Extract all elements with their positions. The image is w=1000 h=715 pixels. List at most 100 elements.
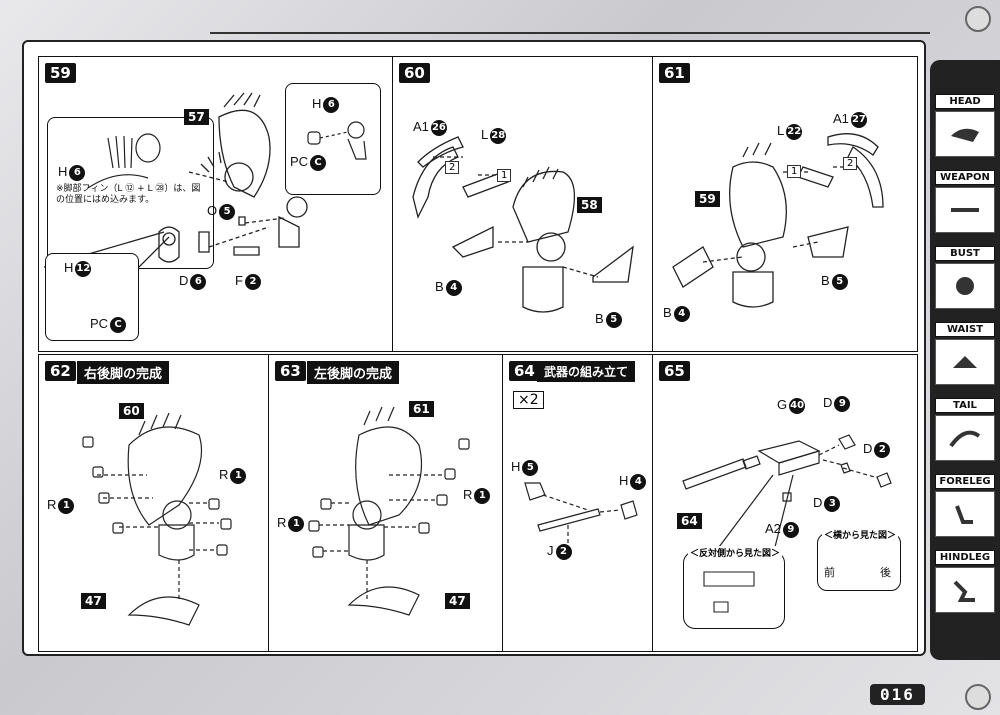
side-item-tail[interactable]: TAIL <box>935 398 995 461</box>
order-marker: 2 <box>445 161 460 174</box>
side-item-hindleg[interactable]: HINDLEG <box>935 550 995 613</box>
weapon-thumb-icon <box>935 187 995 233</box>
step-64-drawing <box>524 482 638 545</box>
pc-detail-drawing <box>307 121 367 160</box>
opposite-view-callout: ＜反対側から見た図＞ <box>683 546 785 629</box>
fin-note: ※脚部フィン（L ⑫ + L ㉘）は、図の位置にはめ込みます。 <box>56 184 201 205</box>
step-number: 59 <box>45 63 76 83</box>
back-label: 後 <box>880 567 891 579</box>
order-marker: 2 <box>843 157 858 170</box>
side-item-foreleg[interactable]: FORELEG <box>935 474 995 537</box>
side-item-label: WAIST <box>935 322 995 337</box>
side-item-head[interactable]: HEAD <box>935 94 995 157</box>
ref-part: 58 <box>577 197 602 213</box>
step-63-drawing <box>308 406 470 616</box>
side-item-label: HINDLEG <box>935 550 995 565</box>
ref-part: 47 <box>445 593 470 609</box>
side-item-label: TAIL <box>935 398 995 413</box>
step-number: 63 <box>275 361 306 381</box>
ref-part: 59 <box>695 191 720 207</box>
waist-thumb-icon <box>935 339 995 385</box>
side-item-label: FORELEG <box>935 474 995 489</box>
opposite-view-drawing <box>703 571 755 613</box>
page-number: 016 <box>870 684 925 705</box>
bolt-icon <box>965 6 991 32</box>
hindleg-thumb-icon <box>935 567 995 613</box>
fin-detail-drawing <box>87 133 161 189</box>
ref-part: 60 <box>119 403 144 419</box>
ref-part: 61 <box>409 401 434 417</box>
side-item-weapon[interactable]: WEAPON <box>935 170 995 233</box>
foreleg-thumb-icon <box>935 491 995 537</box>
quantity-marker: ×2 <box>513 391 544 409</box>
step-number: 61 <box>659 63 690 83</box>
step-65-drawing <box>682 434 892 556</box>
side-item-label: HEAD <box>935 94 995 109</box>
step-60-drawing <box>412 136 634 313</box>
step-title: 武器の組み立て <box>537 361 636 382</box>
step-title: 左後脚の完成 <box>307 361 400 384</box>
side-view-callout: ＜横から見た図＞ 前 後 <box>817 528 901 591</box>
order-marker: 1 <box>497 169 512 182</box>
step-62-drawing <box>82 412 232 626</box>
step-61-drawing <box>672 133 884 308</box>
step-number: 60 <box>399 63 430 83</box>
bust-thumb-icon <box>935 263 995 309</box>
side-item-label: WEAPON <box>935 170 995 185</box>
step-number: 64 <box>509 361 540 381</box>
step-number: 62 <box>45 361 76 381</box>
ref-part: 64 <box>677 513 702 529</box>
side-item-label: BUST <box>935 246 995 261</box>
tail-thumb-icon <box>935 415 995 461</box>
side-item-bust[interactable]: BUST <box>935 246 995 309</box>
header-rule <box>210 8 930 34</box>
front-label: 前 <box>824 567 835 579</box>
ref-part: 47 <box>81 593 106 609</box>
section-index: HEAD WEAPON BUST WAIST TAIL FORELEG HIND… <box>930 60 1000 660</box>
head-thumb-icon <box>935 111 995 157</box>
bolt-icon <box>965 684 991 710</box>
side-item-waist[interactable]: WAIST <box>935 322 995 385</box>
view-caption: ＜横から見た図＞ <box>822 528 899 541</box>
ref-part: 57 <box>184 109 209 125</box>
step-number: 65 <box>659 361 690 381</box>
order-marker: 1 <box>787 165 802 178</box>
